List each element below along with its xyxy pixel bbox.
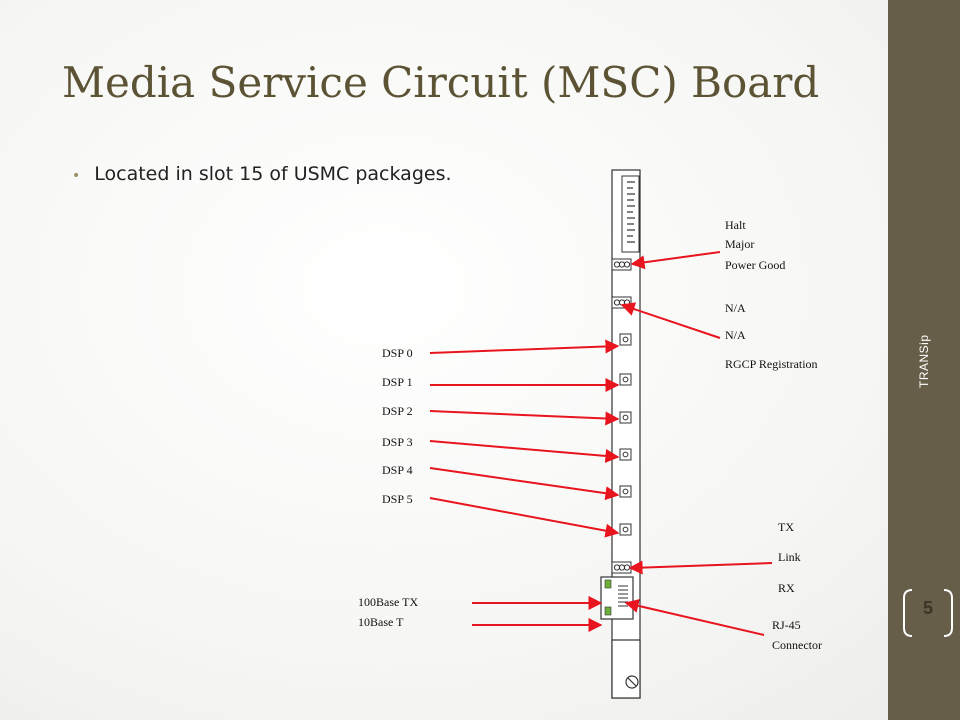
label-halt: Halt [725, 218, 746, 232]
label-rx: RX [778, 581, 795, 595]
arrow-status-leds [630, 251, 721, 270]
label-rj45: RJ-45 [772, 618, 801, 632]
label-dsp-5: DSP 5 [382, 492, 413, 506]
bullet-item: • Located in slot 15 of USMC packages. [72, 163, 452, 185]
arrow-dsp-3 [429, 440, 620, 463]
label-dsp-2: DSP 2 [382, 404, 413, 418]
arrow-link-leds [628, 560, 773, 575]
slide-title: Media Service Circuit (MSC) Board [62, 58, 820, 107]
label-rgcp-registration: RGCP Registration [725, 357, 818, 371]
label-power-good: Power Good [725, 258, 785, 272]
sidebar-band [888, 0, 960, 720]
label-major: Major [725, 237, 754, 251]
label-dsp-0: DSP 0 [382, 346, 413, 360]
arrow-dsp-2 [429, 410, 620, 426]
bullet-dot-icon: • [72, 168, 81, 184]
page-number: 5 [922, 598, 933, 618]
label-dsp-4: DSP 4 [382, 463, 413, 477]
arrow-dsp-5 [429, 497, 620, 538]
arrow-registration-leds [620, 302, 721, 339]
board-faceplate [600, 169, 641, 699]
label-connector: Connector [772, 638, 822, 652]
label-dsp-3: DSP 3 [382, 435, 413, 449]
arrow-dsp-0 [429, 339, 620, 354]
label-100base-tx: 100Base TX [358, 595, 418, 609]
label-na-1: N/A [725, 301, 746, 315]
label-link: Link [778, 550, 801, 564]
arrow-dsp-4 [429, 467, 620, 501]
label-dsp-1: DSP 1 [382, 375, 413, 389]
label-10base-t: 10Base T [358, 615, 404, 629]
bullet-text: Located in slot 15 of USMC packages. [94, 163, 452, 185]
page-number-badge [903, 589, 953, 637]
label-na-2: N/A [725, 328, 746, 342]
arrow-rj45 [624, 599, 765, 636]
label-tx: TX [778, 520, 794, 534]
